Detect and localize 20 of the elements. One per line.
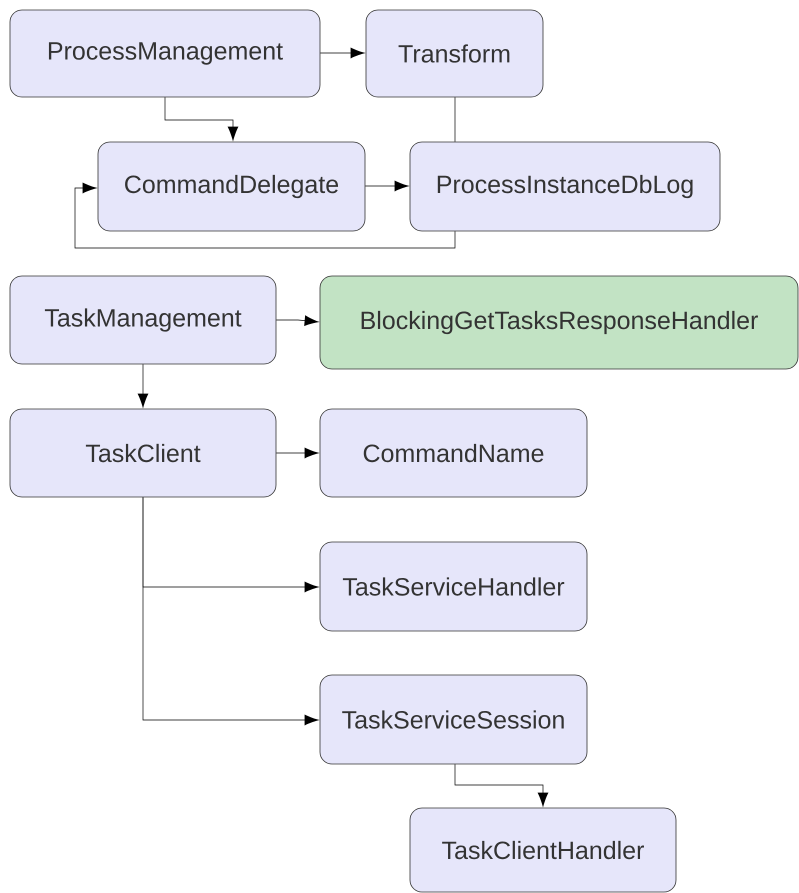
arrow [454, 764, 548, 806]
class-box: CommandName [320, 408, 588, 498]
class-box: TaskClient [10, 408, 276, 498]
class-box: TaskClientHandler [410, 808, 676, 892]
class-box: CommandDelegate [98, 142, 366, 232]
class-box: TaskManagement [10, 276, 276, 364]
arrow [365, 180, 408, 192]
arrow [276, 315, 318, 326]
arrow [276, 448, 318, 458]
arrow [74, 182, 456, 248]
class-box: ProcessManagement [10, 10, 320, 98]
arrow [320, 48, 364, 58]
arrow [164, 97, 238, 140]
arrow [138, 364, 148, 408]
arrow [142, 497, 318, 726]
class-box: TaskServiceSession [320, 674, 588, 764]
class-box: Transform [366, 10, 544, 98]
class-box: ProcessInstanceDbLog [410, 142, 720, 232]
class-box: BlockingGetTasksResponseHandler [320, 276, 798, 370]
class-box: TaskServiceHandler [320, 542, 588, 632]
